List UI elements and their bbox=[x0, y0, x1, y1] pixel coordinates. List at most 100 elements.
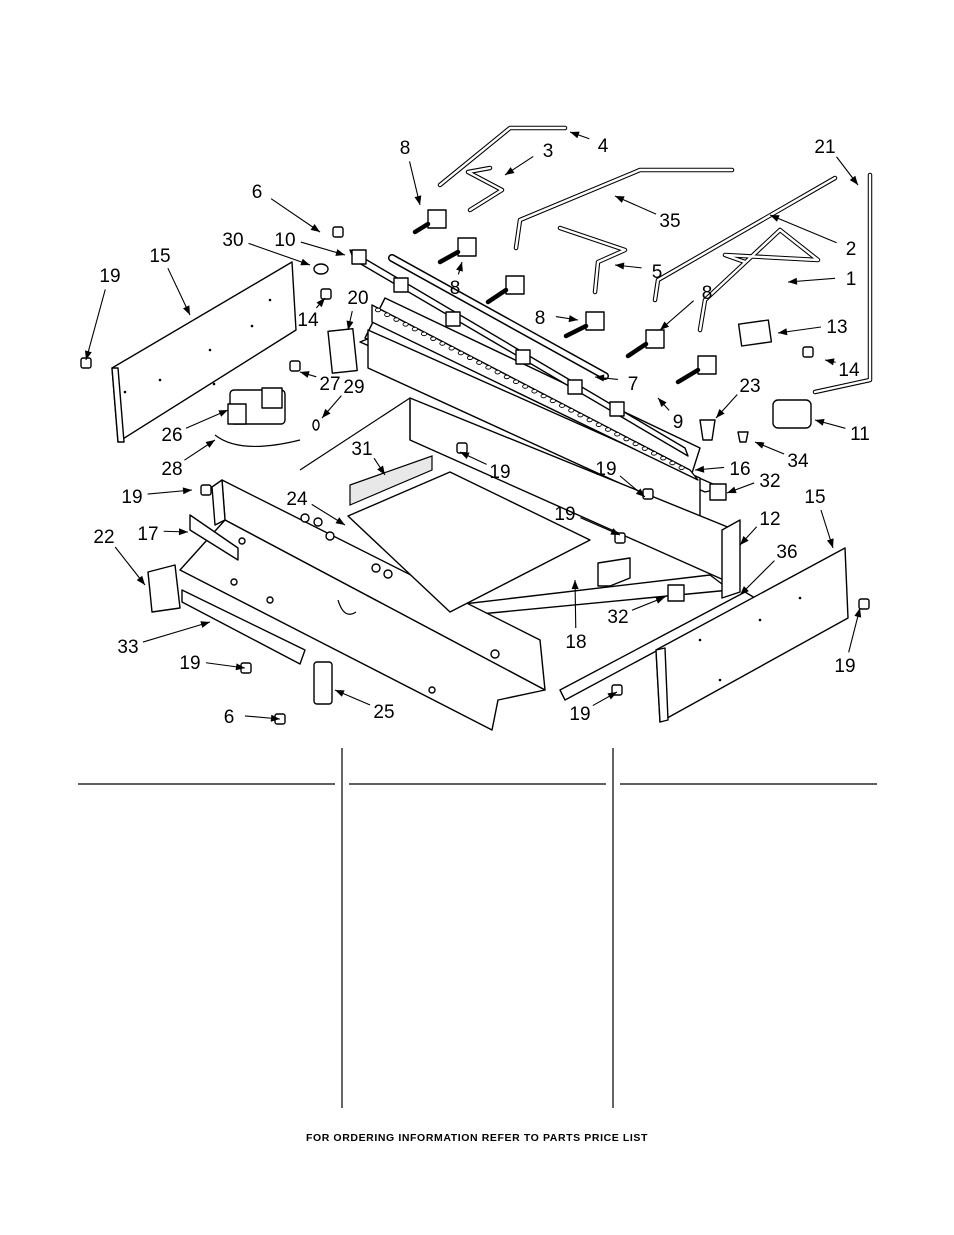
callout-label: 14 bbox=[297, 310, 319, 331]
arrowhead-c6a bbox=[311, 224, 320, 232]
screw bbox=[457, 443, 467, 453]
burner-port bbox=[467, 356, 472, 360]
burner-port bbox=[679, 466, 684, 470]
burner-port bbox=[541, 394, 546, 398]
burner-port bbox=[624, 437, 629, 441]
burner-port bbox=[486, 366, 491, 370]
burner-port bbox=[477, 361, 482, 365]
callout-label: 19 bbox=[99, 266, 120, 287]
callout-label: 6 bbox=[224, 707, 235, 728]
arrowhead-c8b bbox=[456, 262, 463, 272]
arrowhead-c10 bbox=[335, 249, 345, 256]
callout-label: 18 bbox=[565, 632, 586, 653]
callout-label: 23 bbox=[739, 376, 760, 397]
valve-2 bbox=[440, 238, 476, 262]
valve-4 bbox=[566, 312, 604, 336]
callout-label: 33 bbox=[117, 637, 138, 658]
burner-port bbox=[605, 428, 610, 432]
burner-port bbox=[385, 313, 390, 317]
burner-port bbox=[596, 423, 601, 427]
arrowhead-c8a bbox=[414, 195, 421, 205]
callout-label: 29 bbox=[343, 377, 364, 398]
callout-label: 32 bbox=[759, 471, 780, 492]
callout-label: 11 bbox=[850, 424, 870, 445]
arrowhead-c5 bbox=[615, 262, 624, 269]
screw bbox=[643, 489, 653, 499]
valve-3 bbox=[488, 276, 524, 302]
callout-label: 13 bbox=[826, 317, 847, 338]
burner-port bbox=[559, 404, 564, 408]
burner-port bbox=[532, 389, 537, 393]
callout-label: 10 bbox=[274, 230, 295, 251]
callout-label: 19 bbox=[489, 462, 510, 483]
callout-label: 9 bbox=[673, 412, 684, 433]
burner-port bbox=[495, 370, 500, 374]
burner-port bbox=[440, 342, 445, 346]
valve-1 bbox=[415, 210, 446, 232]
arrowhead-c2 bbox=[770, 215, 780, 222]
arrowhead-c35 bbox=[615, 196, 625, 203]
callout-label: 32 bbox=[607, 607, 628, 628]
callout-label: 15 bbox=[149, 246, 170, 267]
callout-label: 14 bbox=[838, 360, 860, 381]
callout-label: 15 bbox=[804, 487, 825, 508]
arrowhead-c32a bbox=[727, 487, 737, 494]
callout-label: 36 bbox=[776, 542, 797, 563]
callout-label: 35 bbox=[659, 211, 680, 232]
arrowhead-c13 bbox=[778, 328, 787, 335]
callout-label: 8 bbox=[450, 278, 461, 299]
burner-port bbox=[458, 351, 463, 355]
callout-label: 22 bbox=[93, 527, 114, 548]
right-side-panel bbox=[656, 548, 848, 722]
screw bbox=[290, 361, 300, 371]
arrowhead-c8c bbox=[569, 315, 578, 322]
burner-port bbox=[550, 399, 555, 403]
callout-label: 19 bbox=[554, 504, 575, 525]
burner-port bbox=[449, 346, 454, 350]
callout-label: 4 bbox=[598, 136, 609, 157]
callout-label: 19 bbox=[569, 704, 590, 725]
callout-label: 19 bbox=[179, 653, 200, 674]
burner-port bbox=[403, 323, 408, 327]
arrowhead-c14b bbox=[825, 358, 835, 365]
burner-port bbox=[421, 332, 426, 336]
callout-label: 6 bbox=[252, 182, 263, 203]
arrowhead-c27 bbox=[300, 371, 310, 378]
callout-label: 28 bbox=[161, 459, 182, 480]
arrowhead-c28 bbox=[206, 440, 215, 448]
callout-label: 12 bbox=[759, 509, 780, 530]
callout-label: 31 bbox=[351, 439, 372, 460]
arrowhead-c16 bbox=[695, 466, 704, 473]
burner-port bbox=[513, 380, 518, 384]
burner-port bbox=[587, 418, 592, 422]
arrowhead-c19h bbox=[854, 608, 861, 618]
burner-port bbox=[375, 308, 380, 312]
callout-label: 25 bbox=[373, 702, 394, 723]
burner-port bbox=[651, 452, 656, 456]
arrowhead-c34 bbox=[755, 442, 765, 449]
callout-label: 17 bbox=[137, 524, 158, 545]
arrowhead-c15b bbox=[827, 538, 834, 548]
footer-ordering-note: FOR ORDERING INFORMATION REFER TO PARTS … bbox=[0, 1132, 954, 1144]
burner-port bbox=[431, 337, 436, 341]
arrowhead-c25 bbox=[335, 690, 345, 697]
callout-label: 34 bbox=[787, 451, 809, 472]
callout-label: 19 bbox=[834, 656, 855, 677]
screw bbox=[333, 227, 343, 237]
leader-c33 bbox=[143, 622, 210, 642]
callout-label: 8 bbox=[702, 283, 713, 304]
callout-label: 26 bbox=[161, 425, 182, 446]
burner-port bbox=[661, 456, 666, 460]
arrowhead-c26 bbox=[218, 410, 228, 417]
burner-port bbox=[615, 432, 620, 436]
callout-label: 7 bbox=[628, 374, 639, 395]
arrowhead-c33 bbox=[200, 621, 210, 628]
callout-label: 21 bbox=[814, 137, 835, 158]
screw bbox=[321, 289, 331, 299]
callout-label: 8 bbox=[535, 308, 546, 329]
callout-label: 1 bbox=[846, 269, 857, 290]
arrowhead-c19c bbox=[183, 487, 192, 494]
callout-label: 19 bbox=[595, 459, 616, 480]
